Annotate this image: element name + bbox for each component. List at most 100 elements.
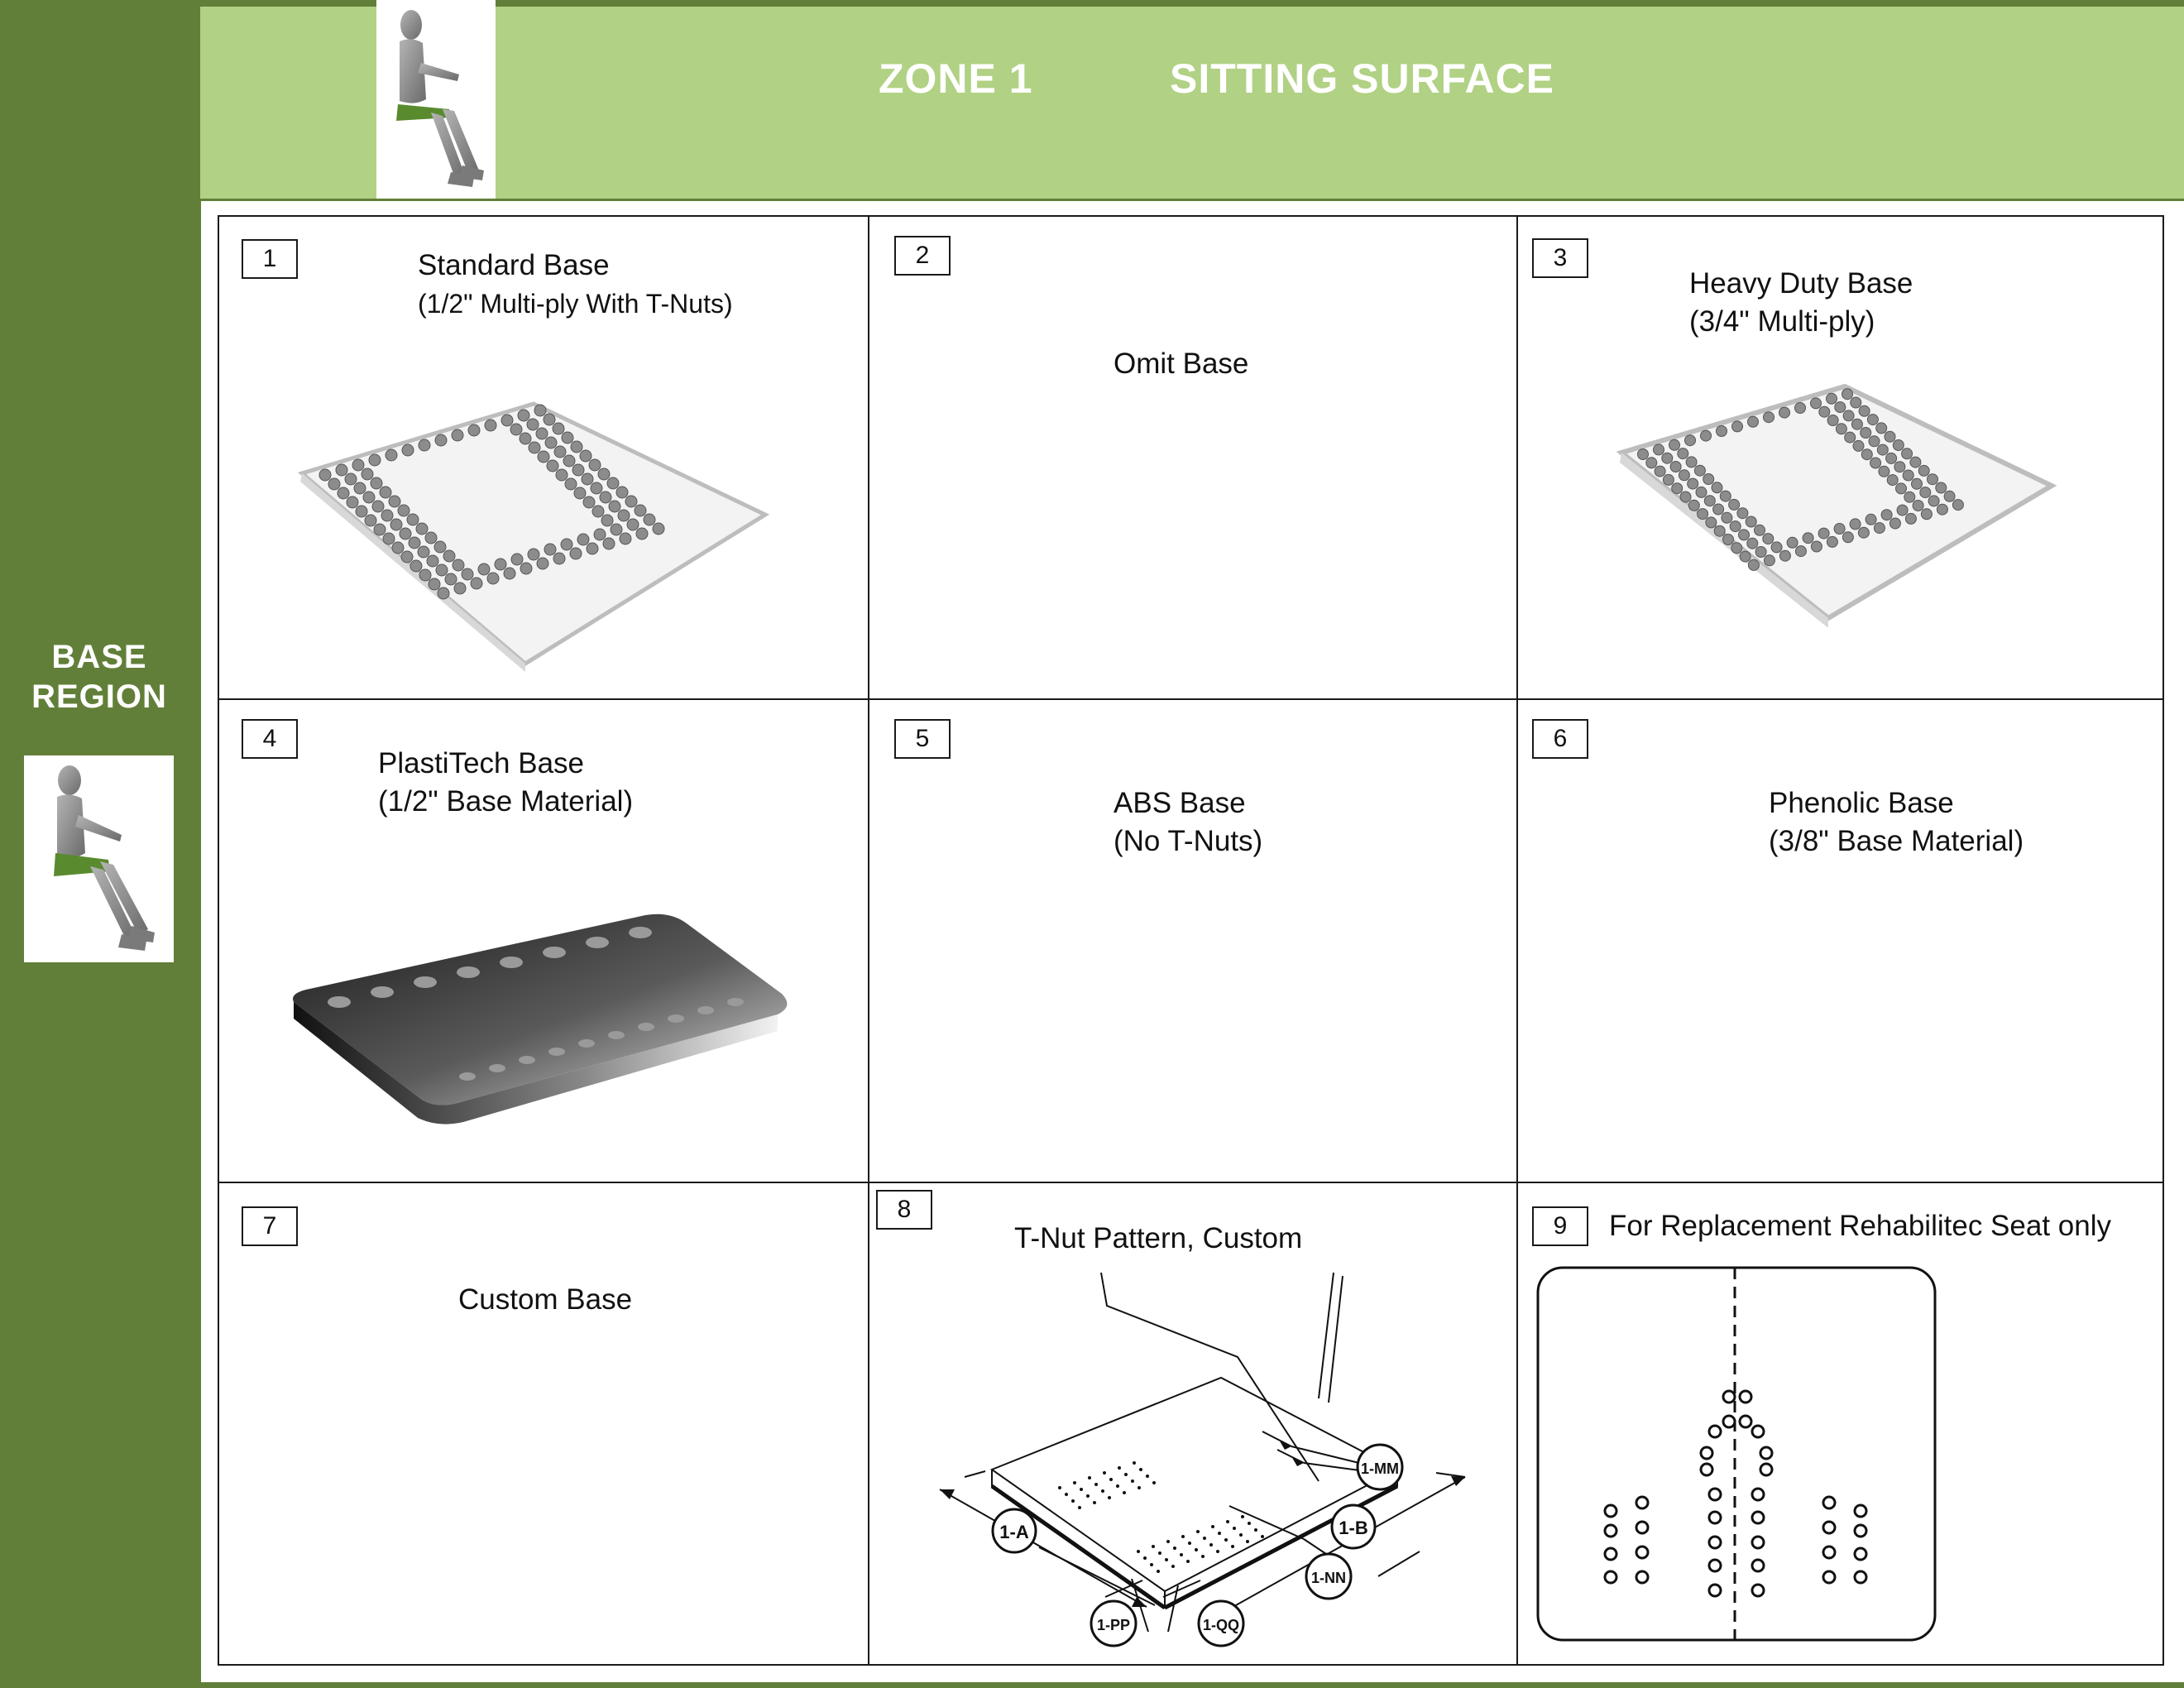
base-hole [1653, 444, 1664, 456]
base-hole [1697, 508, 1709, 520]
sidebar-title: BASE REGION [0, 637, 199, 717]
seat-mounting-hole [1707, 1583, 1722, 1598]
option-cell-6[interactable]: 6 Phenolic Base (3/8" Base Material) [1516, 698, 2164, 1183]
base-hole [544, 543, 557, 556]
base-hole [373, 523, 386, 536]
base-hole [1687, 477, 1699, 490]
tnut-dot [1078, 1506, 1081, 1509]
base-hole [543, 413, 556, 426]
base-hole [1693, 464, 1706, 477]
base-hole [1857, 526, 1870, 539]
tnut-dot [1241, 1515, 1244, 1518]
base-hole [1679, 491, 1692, 503]
base-hole [1684, 434, 1696, 447]
base-hole [399, 527, 412, 540]
option-cell-3[interactable]: 3 Heavy Duty Base (3/4" Multi-ply) [1516, 215, 2164, 700]
base-hole [1870, 457, 1882, 469]
base-hole [364, 514, 377, 527]
base-hole [1711, 482, 1723, 494]
option-title: Heavy Duty Base (3/4" Multi-ply) [1689, 265, 1913, 341]
seat-mounting-hole [1738, 1414, 1753, 1429]
option-number: 9 [1532, 1206, 1588, 1246]
base-hole [1826, 535, 1838, 548]
tnut-dot [1209, 1543, 1213, 1547]
base-hole [599, 491, 612, 504]
seat-mounting-hole [1722, 1389, 1736, 1404]
base-hole [528, 441, 541, 454]
base-hole [602, 537, 615, 550]
base-hole [608, 500, 621, 513]
base-hole [328, 477, 341, 491]
tnut-dot [1180, 1553, 1183, 1556]
base-hole [1827, 415, 1839, 426]
base-hole [578, 1039, 595, 1048]
base-hole [1746, 537, 1759, 549]
header-banner [200, 7, 2184, 199]
base-hole [401, 444, 414, 457]
tnut-dot [1186, 1560, 1190, 1563]
base-hole [1935, 482, 1947, 494]
base-hole [573, 487, 587, 500]
base-hole [544, 436, 558, 449]
base-hole [519, 432, 532, 445]
base-hole [586, 542, 599, 555]
base-hole [548, 1048, 565, 1056]
base-hole [1671, 482, 1684, 495]
base-hole [536, 557, 549, 570]
base-hole [597, 468, 611, 481]
tnut-dot [1088, 1476, 1091, 1479]
tnut-dot [1139, 1468, 1142, 1471]
tnut-dot [1116, 1484, 1119, 1488]
base-hole [697, 1006, 714, 1014]
base-hole [555, 468, 568, 482]
base-hole [553, 445, 567, 458]
option-cell-5[interactable]: 5 ABS Base (No T-Nuts) [868, 698, 1518, 1183]
option-cell-1[interactable]: 1 Standard Base (1/2" Multi-ply With T-N… [218, 215, 869, 700]
base-hole [428, 578, 441, 591]
base-hole [1779, 549, 1791, 562]
seat-mounting-hole [1822, 1545, 1837, 1560]
base-hole [370, 477, 383, 490]
tnut-dot [1118, 1466, 1121, 1470]
sidebar-title-line2: REGION [31, 679, 167, 715]
option-number: 5 [894, 719, 951, 759]
base-hole [1865, 513, 1877, 525]
tnut-dot [1152, 1545, 1155, 1548]
base-hole [1875, 422, 1888, 434]
tnut-dot [1138, 1486, 1141, 1489]
base-hole [424, 531, 438, 544]
base-hole [379, 486, 392, 499]
base-hole [570, 440, 583, 453]
base-hole [1880, 509, 1893, 521]
base-hole [1884, 430, 1896, 443]
option-cell-2[interactable]: 2 Omit Base [868, 215, 1518, 700]
base-hole [1703, 495, 1716, 507]
option-title: Standard Base (1/2" Multi-ply With T-Nut… [418, 247, 733, 323]
base-hole [371, 500, 385, 513]
base-hole [1901, 448, 1913, 460]
option-cell-7[interactable]: 7 Custom Base [218, 1182, 869, 1666]
base-hole [1810, 397, 1822, 410]
option-cell-9[interactable]: 9 For Replacement Rehabilitec Seat only [1516, 1182, 2164, 1666]
base-hole [444, 573, 457, 586]
seat-mounting-hole [1751, 1558, 1765, 1573]
base-hole [1728, 498, 1741, 511]
base-hole [1678, 469, 1690, 482]
option-title-text: Phenolic Base [1769, 787, 1954, 819]
tnut-dot [1101, 1489, 1104, 1493]
callout-1-pp: 1-PP [1097, 1617, 1130, 1633]
base-hole [586, 937, 609, 948]
option-cell-8[interactable]: 8 T-Nut Pattern, Custom [868, 1182, 1518, 1666]
base-hole [652, 522, 665, 535]
tnut-dot [1137, 1550, 1140, 1553]
base-hole [1637, 448, 1649, 460]
option-cell-4[interactable]: 4 PlastiTech Base (1/2" Base Material) [218, 698, 869, 1183]
base-hole [1912, 500, 1924, 511]
sidebar: BASE REGION [0, 0, 199, 1688]
callout-1-nn: 1-NN [1311, 1570, 1346, 1586]
option-title-text: Heavy Duty Base [1689, 267, 1913, 300]
tnut-dot [1103, 1471, 1106, 1475]
seat-mounting-hole [1853, 1570, 1868, 1585]
plastitech-base-image [293, 914, 788, 1125]
seat-mounting-hole [1635, 1570, 1650, 1585]
